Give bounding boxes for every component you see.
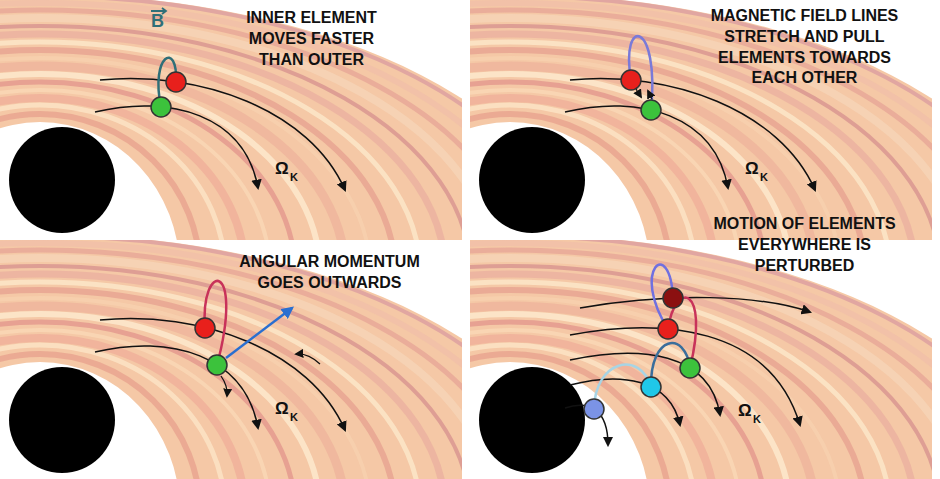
fluid-element: [658, 319, 678, 339]
angular-momentum-arrow: [226, 308, 292, 358]
fluid-element: [166, 72, 186, 92]
black-hole: [9, 367, 115, 473]
pull-arrow: [636, 89, 641, 97]
omega-symbol: Ω: [275, 160, 289, 177]
motion-arrow: [221, 376, 227, 396]
subscript: K: [290, 412, 298, 423]
accretion-disk: [470, 240, 932, 479]
orbit-line: [570, 78, 815, 190]
pull-arrow: [648, 91, 652, 99]
subscript: K: [290, 172, 298, 183]
panel-heading: MOTION OF ELEMENTS EVERYWHERE IS PERTURB…: [702, 214, 907, 276]
orbit-line: [95, 106, 258, 188]
fluid-element: [584, 399, 604, 419]
orbit-line: [570, 328, 800, 425]
panel-heading: INNER ELEMENT MOVES FASTER THAN OUTER: [234, 8, 389, 70]
accretion-disk: [0, 240, 462, 479]
orbit-line: [570, 379, 680, 425]
accretion-disk: [470, 0, 932, 240]
orbit-line: [95, 346, 258, 428]
fluid-element: [641, 100, 661, 120]
black-hole: [479, 127, 585, 233]
vector-symbol: B: [151, 12, 164, 30]
omega-symbol: Ω: [745, 160, 759, 177]
panel-heading: MAGNETIC FIELD LINES STRETCH AND PULL EL…: [702, 6, 907, 89]
fluid-element: [195, 318, 215, 338]
accretion-disk: [0, 0, 462, 240]
subscript: K: [760, 172, 768, 183]
omega-symbol: Ω: [738, 402, 752, 419]
fluid-element: [641, 377, 661, 397]
subscript: K: [753, 414, 761, 425]
panel-heading: ANGULAR MOMENTUM GOES OUTWARDS: [227, 252, 432, 294]
motion-arrow: [296, 354, 320, 364]
fluid-element: [621, 70, 641, 90]
orbit-line: [100, 78, 345, 190]
fluid-element: [680, 358, 700, 378]
fluid-element: [151, 97, 171, 117]
fluid-element: [663, 288, 683, 308]
omega-symbol: Ω: [275, 400, 289, 417]
black-hole: [479, 367, 585, 473]
black-hole: [9, 127, 115, 233]
fluid-element: [207, 355, 227, 375]
